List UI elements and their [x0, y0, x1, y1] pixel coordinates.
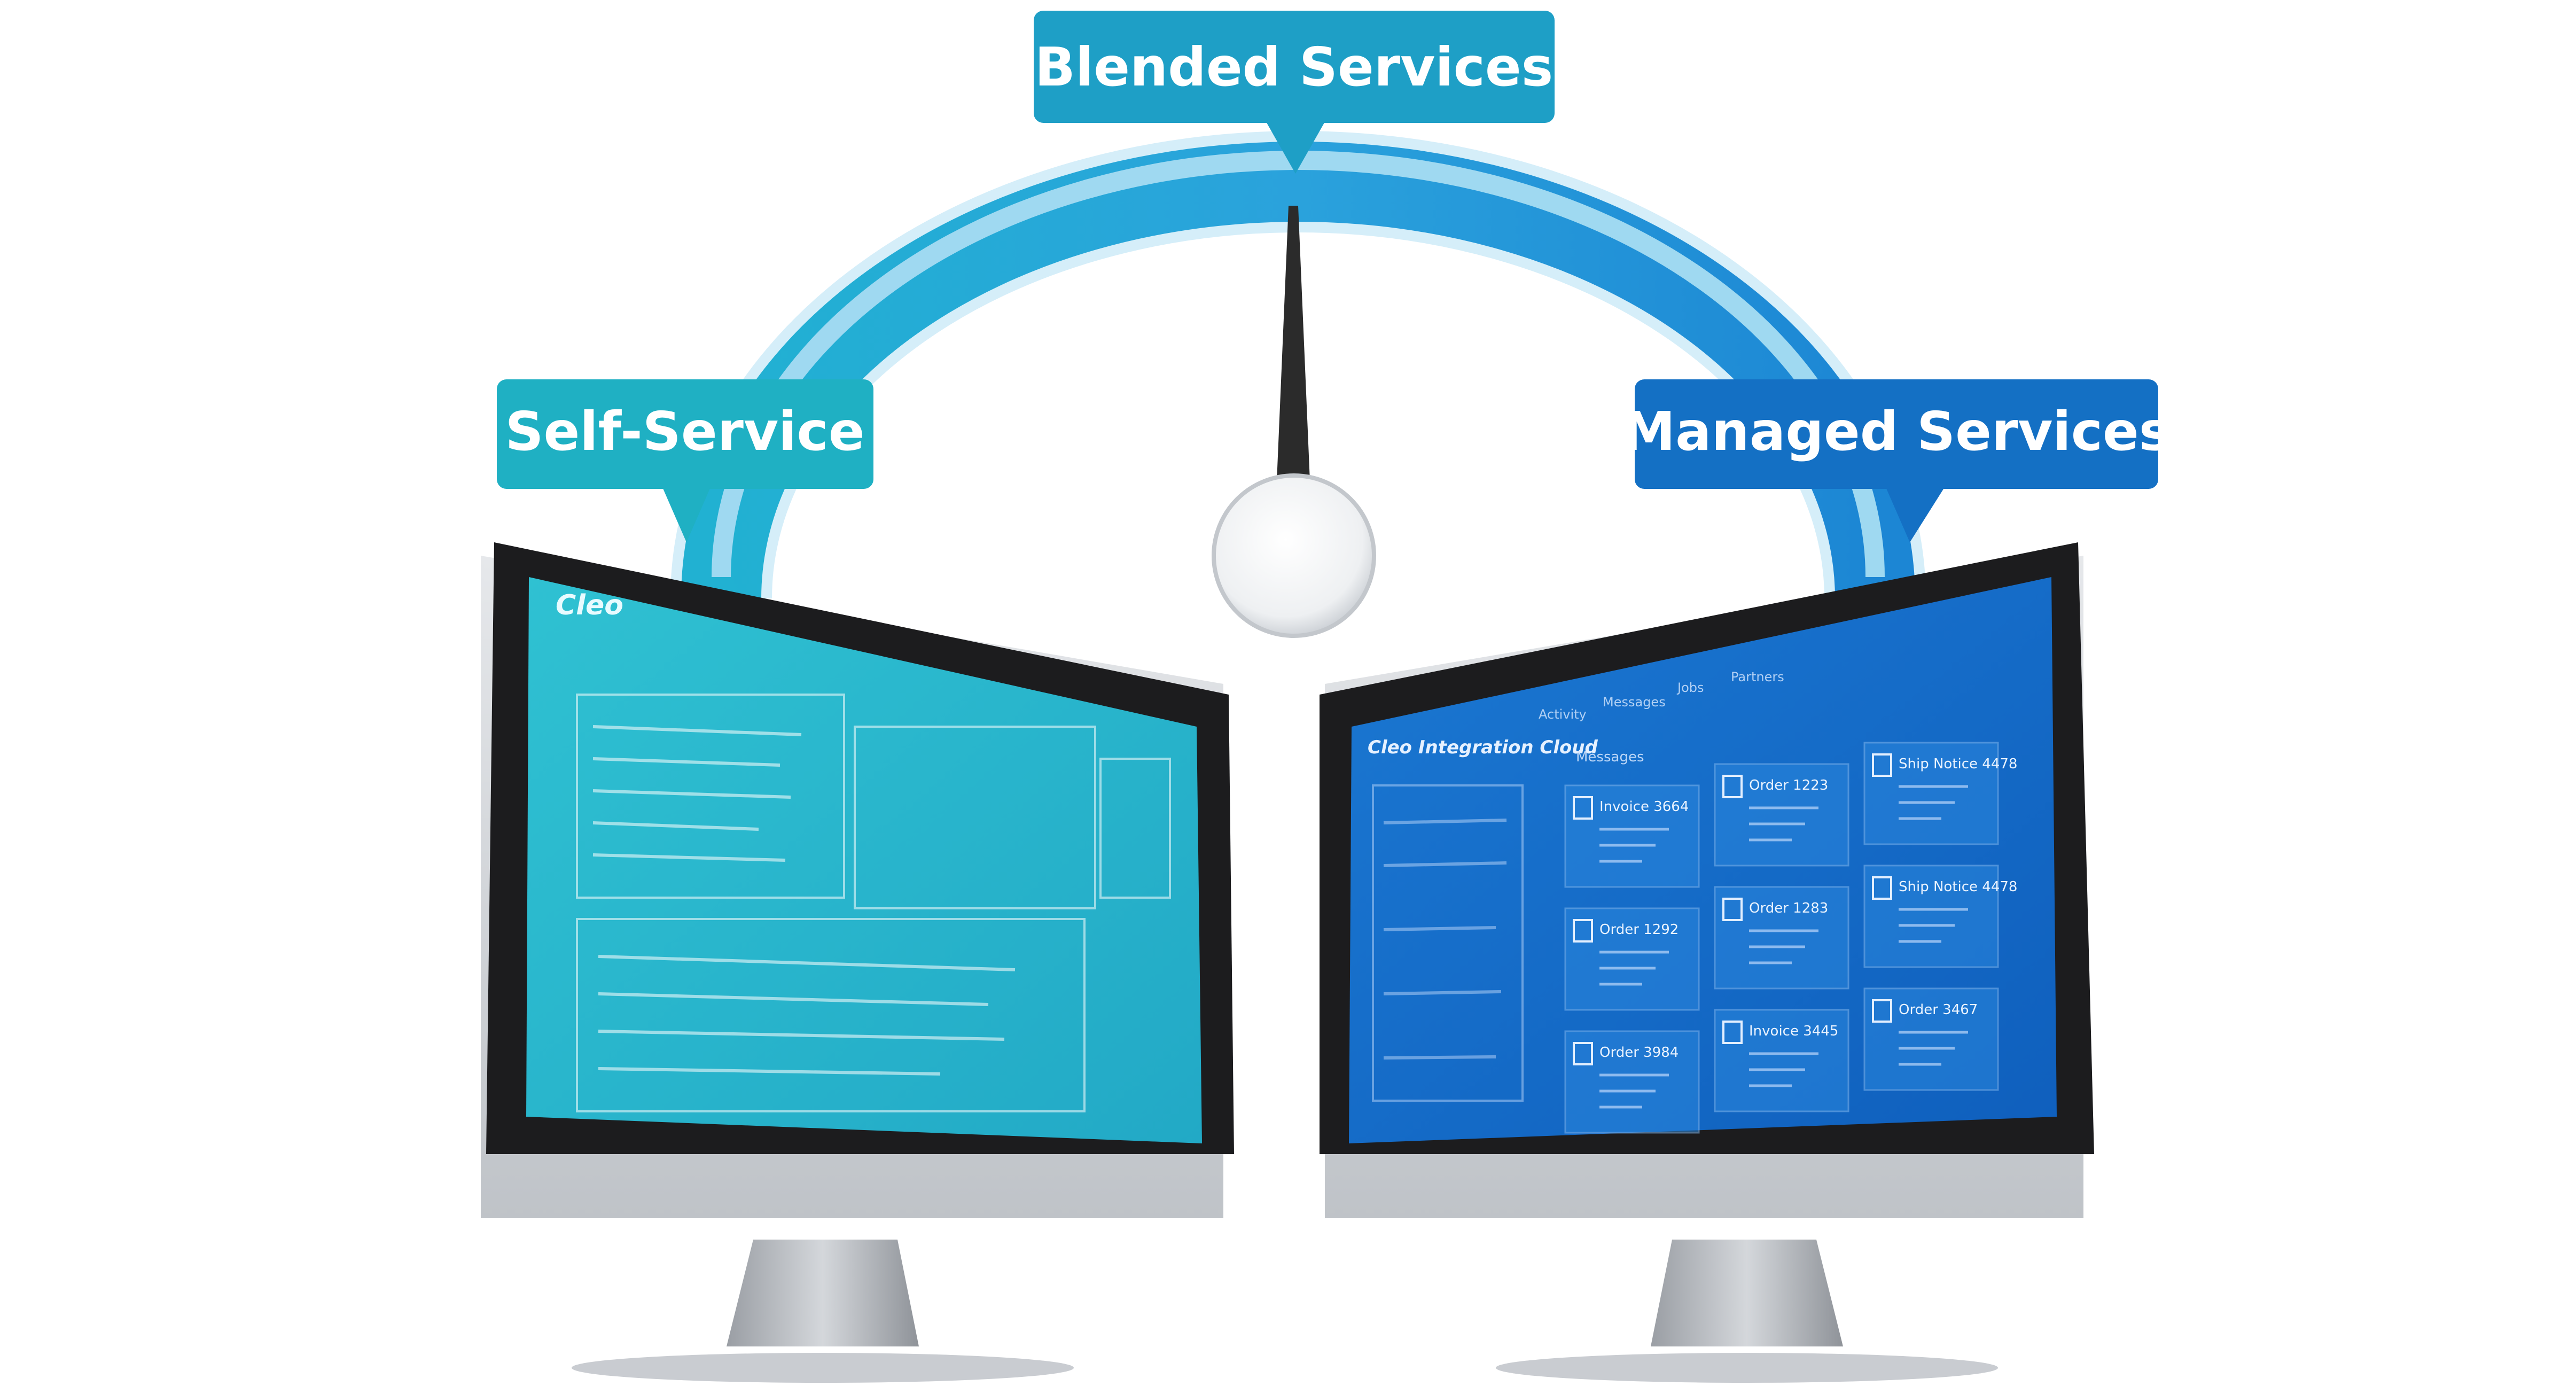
document-icon [1573, 1042, 1593, 1065]
callout-managed-services: Managed Services [1622, 379, 2171, 542]
message-card-title: Order 1292 [1599, 922, 1679, 938]
message-card[interactable]: Ship Notice 4478 [1863, 742, 2017, 845]
message-card[interactable]: Order 1223 [1714, 763, 1849, 867]
left-monitor-stand [727, 1240, 919, 1346]
message-card[interactable]: Order 1283 [1714, 886, 1849, 990]
message-card[interactable]: Invoice 3445 [1714, 1009, 1849, 1112]
right-screen-sidebar [1372, 784, 1524, 1102]
document-icon [1573, 919, 1593, 943]
right-screen-logo: Cleo Integration Cloud [1368, 737, 1598, 758]
left-monitor: Cleo [481, 542, 1234, 1383]
right-screen-section-title: Messages [1576, 749, 1644, 765]
nav-item-messages: Messages [1603, 695, 1666, 710]
gauge-needle [1212, 206, 1376, 638]
message-card[interactable]: Order 3984 [1564, 1030, 1700, 1134]
message-card[interactable]: Invoice 3664 [1564, 784, 1700, 888]
nav-item-jobs: Jobs [1676, 680, 1704, 695]
document-icon [1573, 796, 1593, 820]
callout-blended-label: Blended Services [1035, 36, 1554, 98]
gauge-knob [1212, 473, 1376, 638]
message-card-title: Order 3984 [1599, 1045, 1679, 1061]
left-screen-logo: Cleo [556, 589, 623, 621]
document-icon [1872, 999, 1892, 1023]
callout-blended-services: Blended Services [1034, 11, 1555, 174]
message-card[interactable]: Ship Notice 4478 [1863, 865, 2017, 968]
message-card-title: Order 1223 [1749, 777, 1828, 793]
message-card-title: Order 1283 [1749, 900, 1828, 916]
message-card-title: Ship Notice 4478 [1899, 879, 2017, 895]
message-card[interactable]: Order 1292 [1564, 907, 1700, 1011]
callout-self-service: Self-Service [497, 379, 873, 542]
nav-item-activity: Activity [1539, 707, 1587, 722]
right-screen-nav: Activity Messages Jobs Partners [1539, 669, 1784, 722]
document-icon [1722, 898, 1743, 921]
right-monitor: Cleo Integration Cloud Activity Messages… [1320, 542, 2094, 1383]
nav-item-partners: Partners [1731, 669, 1784, 684]
document-icon [1872, 876, 1892, 900]
document-icon [1722, 775, 1743, 798]
document-icon [1722, 1021, 1743, 1044]
document-icon [1872, 753, 1892, 777]
right-monitor-stand [1651, 1240, 1843, 1346]
message-card-title: Invoice 3445 [1749, 1023, 1838, 1039]
left-screen-content [576, 694, 1171, 1112]
left-monitor-screen [526, 577, 1202, 1143]
callout-managed-label: Managed Services [1622, 400, 2171, 463]
message-card[interactable]: Order 3467 [1863, 987, 1999, 1091]
message-card-title: Ship Notice 4478 [1899, 756, 2017, 772]
message-card-title: Order 3467 [1899, 1002, 1978, 1018]
callout-self-service-label: Self-Service [505, 400, 864, 463]
message-card-title: Invoice 3664 [1599, 799, 1689, 815]
